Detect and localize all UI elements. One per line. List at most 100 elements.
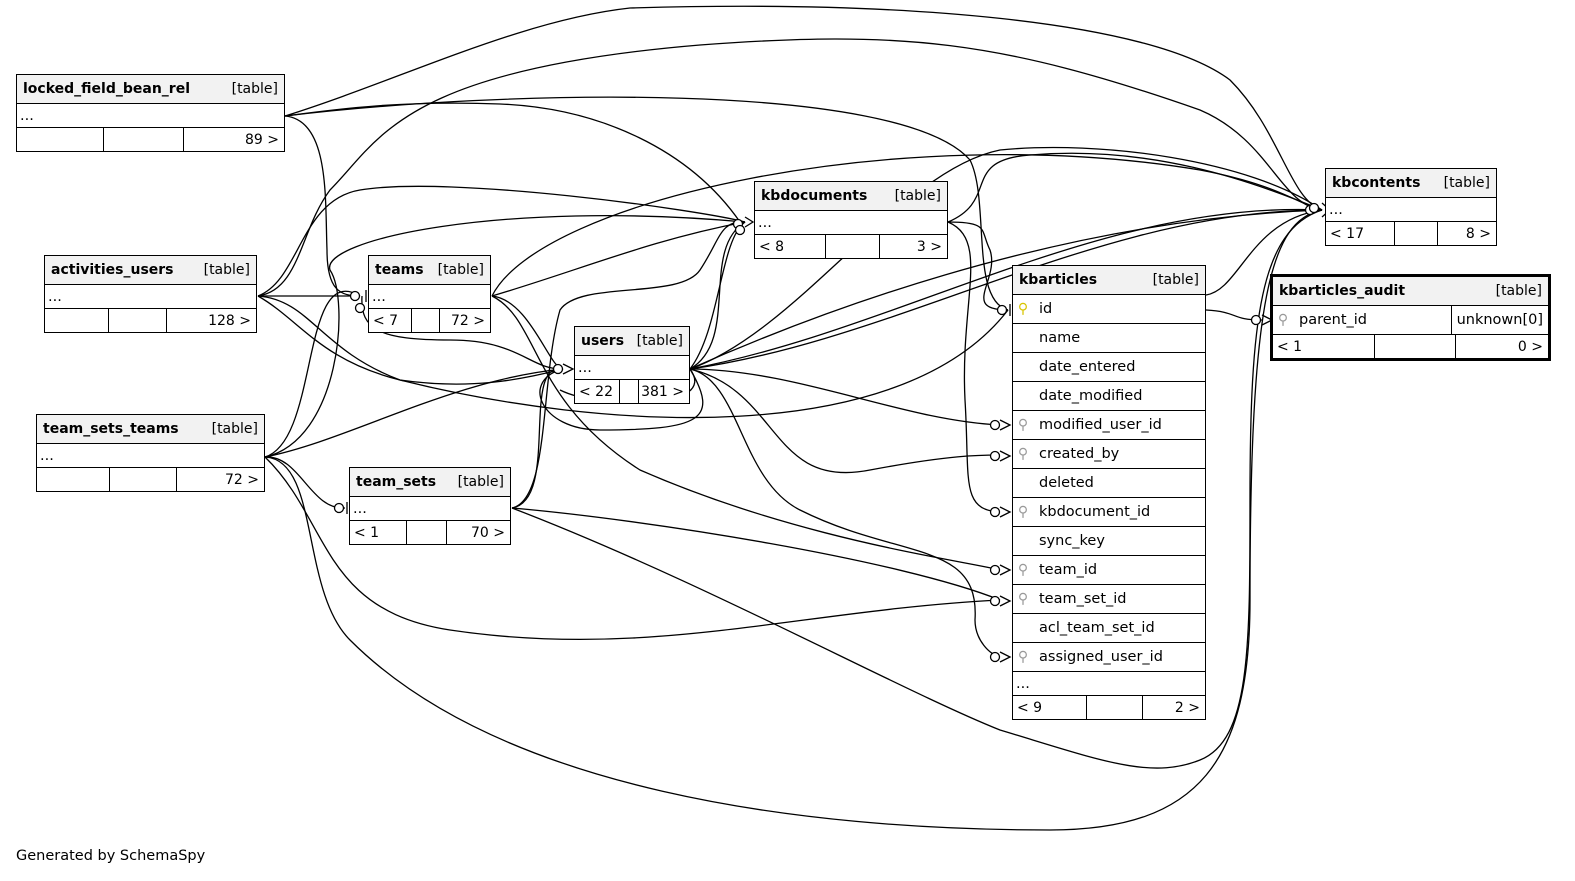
child-count: 2 > — [1174, 699, 1200, 716]
column-name: date_modified — [1039, 388, 1143, 404]
table-header: kbcontents [table] — [1326, 169, 1496, 198]
child-count: 72 > — [451, 312, 485, 329]
column-name: team_id — [1039, 562, 1098, 578]
table-footer: 72 > — [37, 468, 264, 491]
column-name: date_entered — [1039, 359, 1136, 375]
foreign-key-icon: ⚲ — [1017, 504, 1029, 520]
table-locked-field-bean-rel[interactable]: locked_field_bean_rel [table] ... 89 > — [16, 74, 285, 152]
table-footer: 89 > — [17, 128, 284, 151]
column-name: created_by — [1039, 446, 1120, 462]
foreign-key-icon: ⚲ — [1017, 417, 1029, 433]
more-columns-row: ... — [369, 285, 490, 309]
column-name: team_set_id — [1039, 591, 1127, 607]
child-count: 8 > — [1465, 225, 1491, 242]
footer-spacer — [407, 521, 447, 544]
foreign-key-icon: ⚲ — [1277, 312, 1289, 328]
table-activities-users[interactable]: activities_users [table] ... 128 > — [44, 255, 257, 333]
table-header: kbarticles [table] — [1013, 266, 1205, 295]
table-name: kbcontents — [1332, 175, 1421, 191]
child-count: 128 > — [208, 312, 251, 329]
footer-spacer — [1375, 335, 1456, 358]
table-header: team_sets_teams [table] — [37, 415, 264, 444]
more-columns-row: ... — [350, 497, 510, 521]
table-kbcontents[interactable]: kbcontents [table] ... < 17 8 > — [1325, 168, 1497, 246]
child-count: 72 > — [225, 471, 259, 488]
column-row-date-entered[interactable]: date_entered — [1013, 353, 1205, 382]
column-row-acl-team-set-id[interactable]: acl_team_set_id — [1013, 614, 1205, 643]
more-columns-row: ... — [575, 356, 689, 380]
foreign-key-icon: ⚲ — [1017, 562, 1029, 578]
parent-count: < 1 — [350, 521, 407, 544]
column-row-deleted[interactable]: deleted — [1013, 469, 1205, 498]
parent-count: < 9 — [1013, 696, 1087, 719]
column-row-team-set-id[interactable]: ⚲team_set_id — [1013, 585, 1205, 614]
child-count: 3 > — [916, 238, 942, 255]
column-row-id[interactable]: ⚲id — [1013, 295, 1205, 324]
table-type-label: [table] — [203, 262, 250, 278]
column-name: name — [1039, 330, 1081, 346]
table-users[interactable]: users [table] ... < 22 381 > — [574, 326, 690, 404]
table-team-sets[interactable]: team_sets [table] ... < 1 70 > — [349, 467, 511, 545]
table-header: users [table] — [575, 327, 689, 356]
table-footer: < 22 381 > — [575, 380, 689, 403]
table-teams[interactable]: teams [table] ... < 7 72 > — [368, 255, 491, 333]
table-header: activities_users [table] — [45, 256, 256, 285]
table-footer: < 1 0 > — [1273, 335, 1548, 358]
more-columns-row: ... — [37, 444, 264, 468]
column-row-modified-user-id[interactable]: ⚲ modified_user_id — [1013, 411, 1205, 440]
column-name: assigned_user_id — [1039, 649, 1163, 665]
table-name: team_sets_teams — [43, 421, 179, 437]
footer-spacer — [109, 309, 167, 332]
generated-by-note: Generated by SchemaSpy — [16, 848, 206, 864]
column-row-created-by[interactable]: ⚲ created_by — [1013, 440, 1205, 469]
footer-spacer — [1087, 696, 1143, 719]
table-header: locked_field_bean_rel [table] — [17, 75, 284, 104]
column-row-assigned-user-id[interactable]: ⚲ assigned_user_id — [1013, 643, 1205, 672]
table-type-label: [table] — [894, 188, 941, 204]
table-team-sets-teams[interactable]: team_sets_teams [table] ... 72 > — [36, 414, 265, 492]
table-footer: < 7 72 > — [369, 309, 490, 332]
parent-count: < 22 — [575, 380, 620, 403]
table-kbarticles[interactable]: kbarticles [table] ⚲id name date_entered… — [1012, 265, 1206, 720]
table-name: team_sets — [356, 474, 437, 490]
footer-spacer — [1395, 222, 1438, 245]
table-name: locked_field_bean_rel — [23, 81, 190, 97]
table-header: teams [table] — [369, 256, 490, 285]
table-footer: < 17 8 > — [1326, 222, 1496, 245]
column-row-kbdocument-id[interactable]: ⚲kbdocument_id — [1013, 498, 1205, 527]
parent-count: < 7 — [369, 309, 412, 332]
column-row-team-id[interactable]: ⚲ team_id — [1013, 556, 1205, 585]
table-header: team_sets [table] — [350, 468, 510, 497]
table-kbdocuments[interactable]: kbdocuments [table] ... < 8 3 > — [754, 181, 948, 259]
table-kbarticles-audit[interactable]: kbarticles_audit [table] ⚲ parent_id unk… — [1270, 274, 1551, 361]
table-type-label: [table] — [457, 474, 504, 490]
table-type-label: [table] — [1152, 272, 1199, 288]
table-name: users — [581, 333, 625, 349]
table-name: teams — [375, 262, 424, 278]
footer-spacer — [110, 468, 177, 491]
column-row-name[interactable]: name — [1013, 324, 1205, 353]
table-type-label: [table] — [1443, 175, 1490, 191]
foreign-key-icon: ⚲ — [1017, 649, 1029, 665]
table-name: kbdocuments — [761, 188, 868, 204]
column-row-sync-key[interactable]: sync_key — [1013, 527, 1205, 556]
table-footer: < 1 70 > — [350, 521, 510, 544]
column-name: sync_key — [1039, 533, 1105, 549]
column-row-parent-id[interactable]: ⚲ parent_id unknown[0] — [1273, 306, 1548, 335]
parent-count — [17, 128, 104, 151]
table-name: activities_users — [51, 262, 174, 278]
table-type-label: [table] — [1495, 283, 1542, 299]
column-name: modified_user_id — [1039, 417, 1162, 433]
child-count: 0 > — [1517, 338, 1543, 355]
foreign-key-icon: ⚲ — [1017, 446, 1029, 462]
column-name: acl_team_set_id — [1039, 620, 1155, 636]
column-row-date-modified[interactable]: date_modified — [1013, 382, 1205, 411]
more-columns-row: ... — [1013, 672, 1205, 696]
parent-count: < 17 — [1326, 222, 1395, 245]
table-footer: 128 > — [45, 309, 256, 332]
footer-spacer — [412, 309, 440, 332]
child-count: 89 > — [245, 131, 279, 148]
table-type-label: [table] — [211, 421, 258, 437]
